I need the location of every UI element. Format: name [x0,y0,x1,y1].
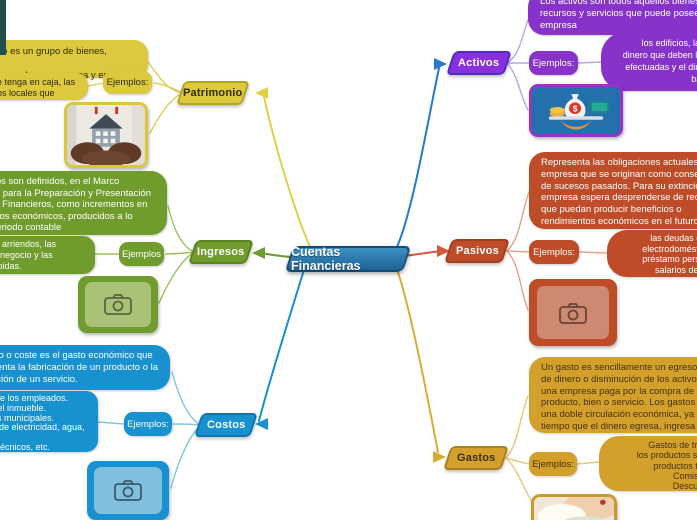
branch-label-gastos: Gastos [456,452,496,464]
fan-pasivos [506,191,608,311]
branch-node-activos[interactable]: Activos [446,51,512,75]
costos-image-placeholder[interactable] [87,461,169,520]
edge-center-gastos [397,271,439,453]
branch-label-patrimonio: Patrimonio [183,87,243,99]
branch-node-patrimonio[interactable]: Patrimonio [176,81,250,105]
screen-edge-strip [0,0,6,55]
camera-icon [104,294,132,316]
camera-icon [559,302,587,324]
gastos-image[interactable] [531,494,617,520]
fan-activos [506,19,602,111]
activos-ejemplos-label[interactable]: Ejemplos: [529,51,578,75]
svg-text:$: $ [573,105,578,114]
ingresos-image-placeholder[interactable] [78,276,158,333]
edge-center-activos [396,67,440,248]
ingresos-description[interactable]: Los ingresos son definidos, en el Marco … [0,171,167,235]
pasivos-image-placeholder[interactable] [529,279,617,346]
ingresos-examples[interactable]: los cobros de arriendos, las ventas en u… [0,236,95,274]
hands-with-soap-illustration [534,497,614,520]
hands-holding-house-illustration [67,105,145,165]
arrowhead-costos [255,418,268,430]
fan-gastos [505,395,600,501]
branch-node-gastos[interactable]: Gastos [443,446,509,470]
ingresos-ejemplos-label[interactable]: Ejemplos [119,242,164,266]
arrowhead-pasivos [437,245,450,257]
branch-label-pasivos: Pasivos [455,245,499,257]
branch-label-ingresos: Ingresos [197,246,245,258]
edge-center-patrimonio [263,95,311,248]
patrimonio-image[interactable] [64,102,148,168]
branch-label-activos: Activos [458,57,500,69]
pasivos-examples[interactable]: las deudas con el banco, los electrodomé… [607,230,697,277]
money-bag-in-hand-illustration: $ [532,87,620,134]
branch-node-costos[interactable]: Costos [194,413,258,437]
costos-examples[interactable]: Salarios de los empleados. Alquiler del … [0,391,98,462]
gastos-examples[interactable]: Gastos de transporte de los productos se… [599,436,697,491]
branch-node-pasivos[interactable]: Pasivos [444,239,510,263]
edge-center-pasivos [404,250,443,257]
patrimonio-examples[interactable]: el dinero que tenga en caja, las accione… [0,73,88,100]
activos-image[interactable]: $ [529,84,623,137]
costos-ejemplos-label[interactable]: Ejemplos: [124,412,172,436]
arrowhead-activos [434,58,447,70]
pasivos-ejemplos-label[interactable]: Ejemplos: [529,240,579,264]
central-topic-cuentas-financieras[interactable]: Cuentas Financieras [284,245,412,273]
edge-center-costos [258,272,304,422]
pasivos-description[interactable]: Representa las obligaciones actuales de … [529,152,697,229]
activos-examples[interactable]: los edificios, las mercancías, el dinero… [601,32,697,91]
arrowhead-gastos [433,451,446,463]
gastos-ejemplos-label[interactable]: Ejemplos: [529,452,577,476]
patrimonio-ejemplos-label[interactable]: Ejemplos: [103,71,152,94]
camera-icon [114,480,142,502]
arrowhead-patrimonio [255,87,268,99]
arrowhead-ingresos [252,247,265,259]
costos-description[interactable]: El costo o coste es el gasto económico q… [0,345,170,390]
branch-label-costos: Costos [206,419,246,431]
activos-description[interactable]: Los activos son todos aquellos bienes, r… [528,0,697,35]
gastos-description[interactable]: Un gasto es sencillamente un egreso o sa… [529,357,697,433]
central-topic-label: Cuentas Financieras [291,245,361,273]
branch-node-ingresos[interactable]: Ingresos [188,240,254,264]
